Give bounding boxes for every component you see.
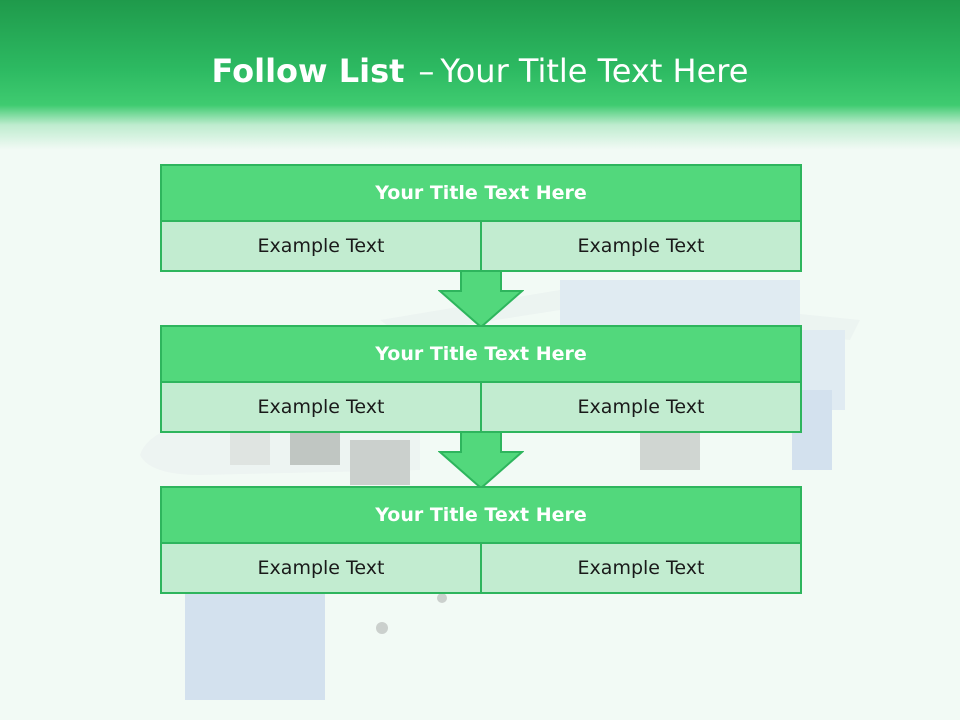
- step-3-row: Example Text Example Text: [162, 544, 800, 592]
- step-2-title: Your Title Text Here: [162, 327, 800, 383]
- step-2-cell-left: Example Text: [257, 396, 385, 418]
- title-dash: –: [418, 52, 435, 90]
- step-1-cell-right: Example Text: [480, 222, 800, 270]
- step-3-cell-right: Example Text: [480, 544, 800, 592]
- flow-step-3: Your Title Text Here Example Text Exampl…: [160, 486, 802, 594]
- flow-step-2: Your Title Text Here Example Text Exampl…: [160, 325, 802, 433]
- step-1-cell-left: Example Text: [257, 235, 385, 257]
- slide-title: Follow List–Your Title Text Here: [0, 52, 960, 90]
- step-2-row: Example Text Example Text: [162, 383, 800, 431]
- step-1-title: Your Title Text Here: [162, 166, 800, 222]
- down-arrow-icon: [438, 271, 524, 329]
- step-3-title: Your Title Text Here: [162, 488, 800, 544]
- title-bold: Follow List: [211, 52, 405, 90]
- step-1-row: Example Text Example Text: [162, 222, 800, 270]
- step-2-cell-right: Example Text: [480, 383, 800, 431]
- header-band: [0, 0, 960, 150]
- flow-step-1: Your Title Text Here Example Text Exampl…: [160, 164, 802, 272]
- title-rest: Your Title Text Here: [440, 52, 749, 90]
- down-arrow-icon: [438, 432, 524, 490]
- step-3-cell-left: Example Text: [257, 557, 385, 579]
